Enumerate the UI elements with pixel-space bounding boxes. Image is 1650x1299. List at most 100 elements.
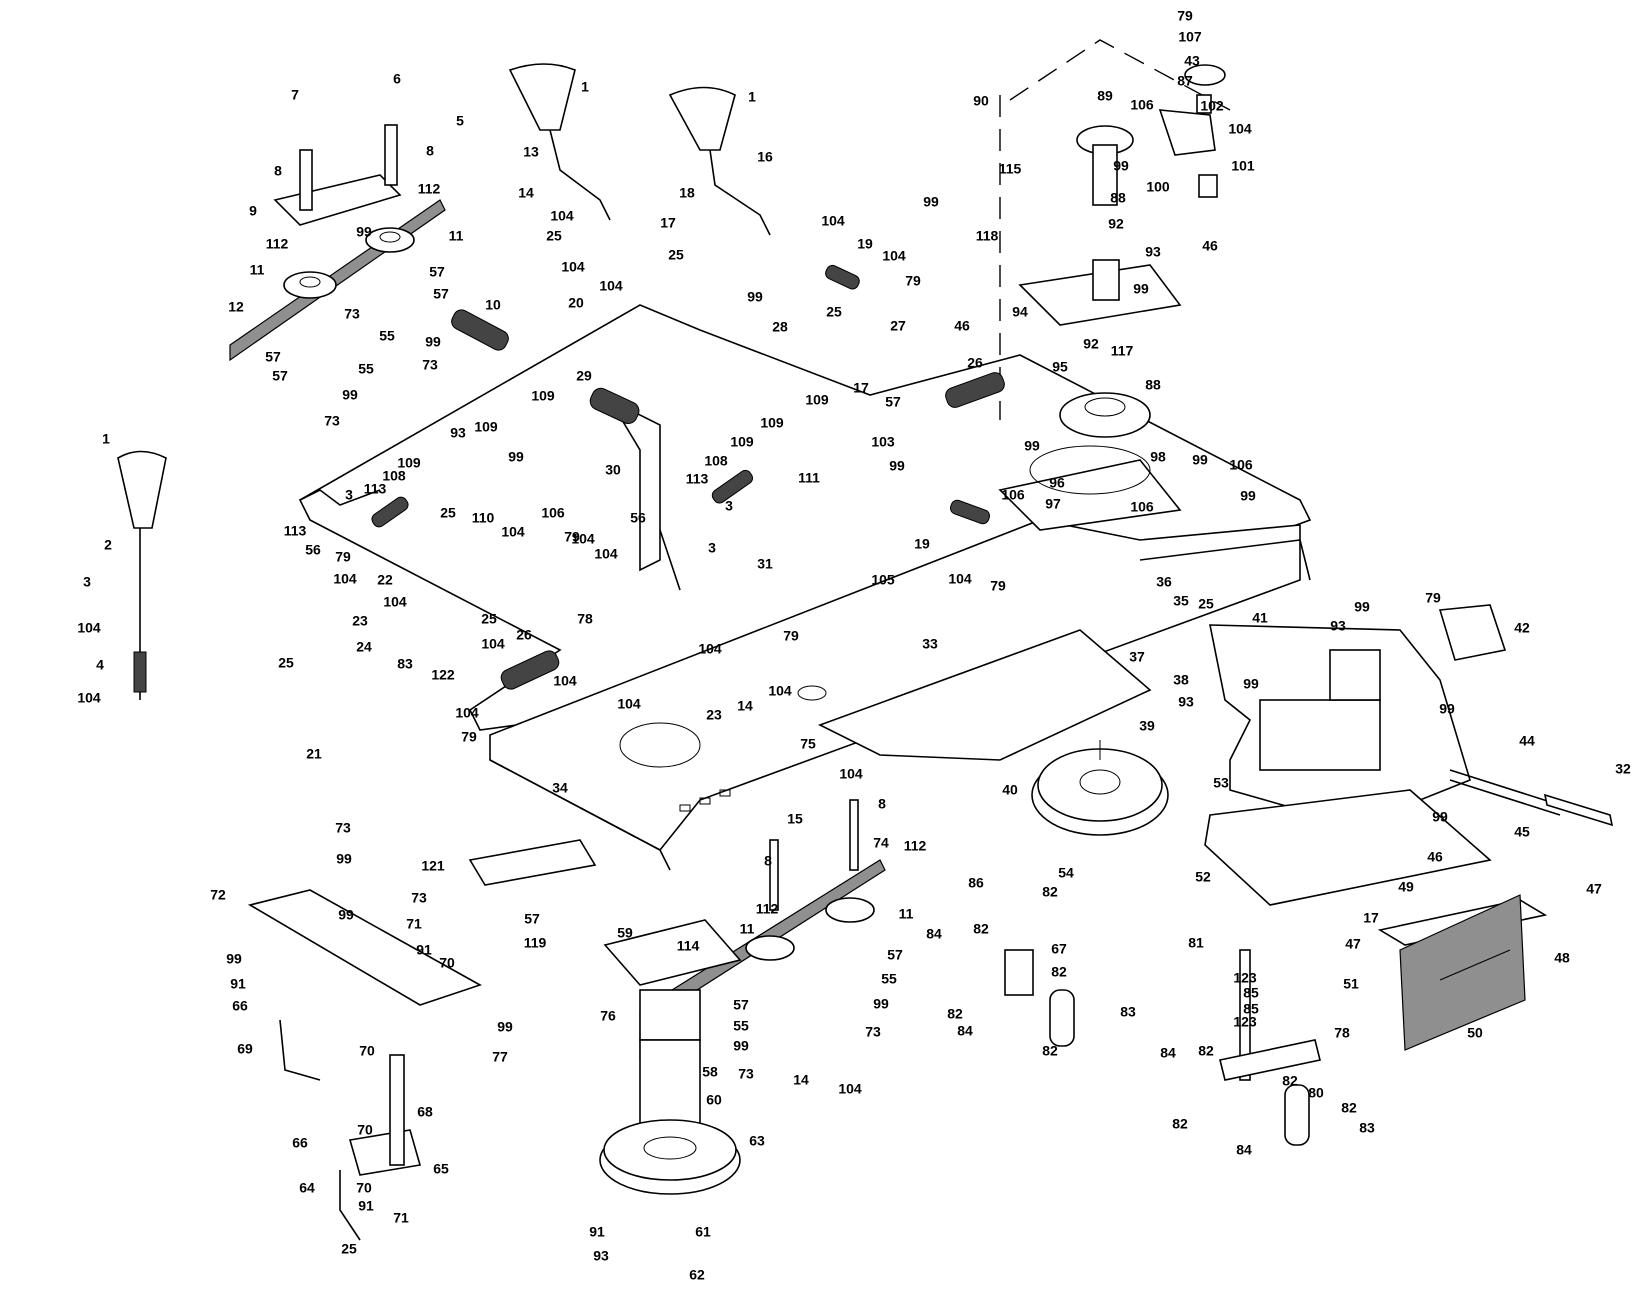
transaxle-assembly	[1204, 604, 1614, 1051]
callout-69: 69	[237, 1041, 253, 1057]
callout-91: 91	[416, 942, 432, 958]
callout-52: 52	[1195, 869, 1211, 885]
callout-55: 55	[358, 361, 374, 377]
lift-links	[1004, 949, 1321, 1146]
callout-82: 82	[1042, 884, 1058, 900]
callout-109: 109	[474, 419, 498, 435]
callout-39: 39	[1139, 718, 1155, 734]
callout-23: 23	[706, 707, 722, 723]
callout-99: 99	[338, 907, 354, 923]
callout-114: 114	[677, 938, 700, 954]
callout-93: 93	[1178, 694, 1194, 710]
height-adjuster	[247, 839, 597, 1241]
callout-73: 73	[865, 1024, 881, 1040]
callout-104: 104	[561, 259, 585, 275]
callout-66: 66	[232, 998, 248, 1014]
callout-78: 78	[577, 611, 593, 627]
callout-60: 60	[706, 1092, 722, 1108]
callout-66: 66	[292, 1135, 308, 1151]
callout-42: 42	[1514, 620, 1530, 636]
callout-14: 14	[737, 698, 753, 714]
callout-104: 104	[571, 531, 595, 547]
callout-91: 91	[358, 1198, 374, 1214]
callout-99: 99	[336, 851, 352, 867]
callout-33: 33	[922, 636, 938, 652]
callout-73: 73	[335, 820, 351, 836]
callout-61: 61	[695, 1224, 711, 1240]
callout-110: 110	[472, 510, 495, 526]
callout-113: 113	[364, 481, 387, 497]
part-callouts: 7910743871021041014610699100898892939994…	[77, 8, 1631, 1283]
callout-79: 79	[564, 529, 580, 545]
callout-38: 38	[1173, 672, 1189, 688]
callout-8: 8	[764, 853, 772, 869]
callout-102: 102	[1200, 98, 1224, 114]
callout-77: 77	[492, 1049, 508, 1065]
callout-88: 88	[1110, 190, 1126, 206]
callout-54: 54	[1058, 865, 1074, 881]
callout-93: 93	[1145, 244, 1161, 260]
callout-99: 99	[747, 289, 763, 305]
callout-82: 82	[1172, 1116, 1188, 1132]
callout-13: 13	[523, 144, 539, 160]
callout-25: 25	[1198, 596, 1214, 612]
callout-8: 8	[274, 163, 282, 179]
callout-99: 99	[1133, 281, 1149, 297]
callout-104: 104	[838, 1081, 862, 1097]
callout-71: 71	[406, 916, 422, 932]
callout-57: 57	[524, 911, 540, 927]
callout-71: 71	[393, 1210, 409, 1226]
callout-37: 37	[1129, 649, 1145, 665]
callout-34: 34	[552, 780, 568, 796]
callout-73: 73	[324, 413, 340, 429]
callout-25: 25	[440, 505, 456, 521]
callout-25: 25	[278, 655, 294, 671]
callout-104: 104	[553, 673, 577, 689]
callout-99: 99	[733, 1038, 749, 1054]
callout-57: 57	[272, 368, 288, 384]
callout-104: 104	[948, 571, 972, 587]
callout-104: 104	[77, 690, 101, 706]
callout-48: 48	[1554, 950, 1570, 966]
callout-99: 99	[1113, 158, 1129, 174]
callout-117: 117	[1111, 343, 1134, 359]
callout-99: 99	[356, 224, 372, 240]
callout-11: 11	[899, 906, 914, 922]
callout-46: 46	[1427, 849, 1443, 865]
callout-47: 47	[1345, 936, 1361, 952]
callout-79: 79	[1177, 8, 1193, 24]
callout-104: 104	[550, 208, 574, 224]
callout-30: 30	[605, 462, 621, 478]
callout-7: 7	[291, 87, 299, 103]
callout-79: 79	[783, 628, 799, 644]
callout-99: 99	[1024, 438, 1040, 454]
callout-123: 123	[1233, 1014, 1257, 1030]
callout-3: 3	[345, 487, 353, 503]
callout-104: 104	[599, 278, 623, 294]
callout-43: 43	[1184, 53, 1200, 69]
callout-76: 76	[600, 1008, 616, 1024]
callout-14: 14	[518, 185, 534, 201]
callout-57: 57	[885, 394, 901, 410]
callout-109: 109	[760, 415, 784, 431]
callout-64: 64	[299, 1180, 315, 1196]
callout-70: 70	[356, 1180, 372, 1196]
callout-9: 9	[249, 203, 257, 219]
callout-79: 79	[905, 273, 921, 289]
callout-113: 113	[284, 523, 307, 539]
callout-104: 104	[698, 641, 722, 657]
callout-82: 82	[1341, 1100, 1357, 1116]
callout-73: 73	[422, 357, 438, 373]
callout-79: 79	[990, 578, 1006, 594]
callout-28: 28	[772, 319, 788, 335]
callout-80: 80	[1308, 1085, 1324, 1101]
callout-45: 45	[1514, 824, 1530, 840]
callout-73: 73	[738, 1066, 754, 1082]
callout-72: 72	[210, 887, 226, 903]
callout-83: 83	[1359, 1120, 1375, 1136]
callout-79: 79	[1425, 590, 1441, 606]
callout-26: 26	[516, 627, 532, 643]
callout-24: 24	[356, 639, 372, 655]
callout-36: 36	[1156, 574, 1172, 590]
callout-104: 104	[594, 546, 618, 562]
